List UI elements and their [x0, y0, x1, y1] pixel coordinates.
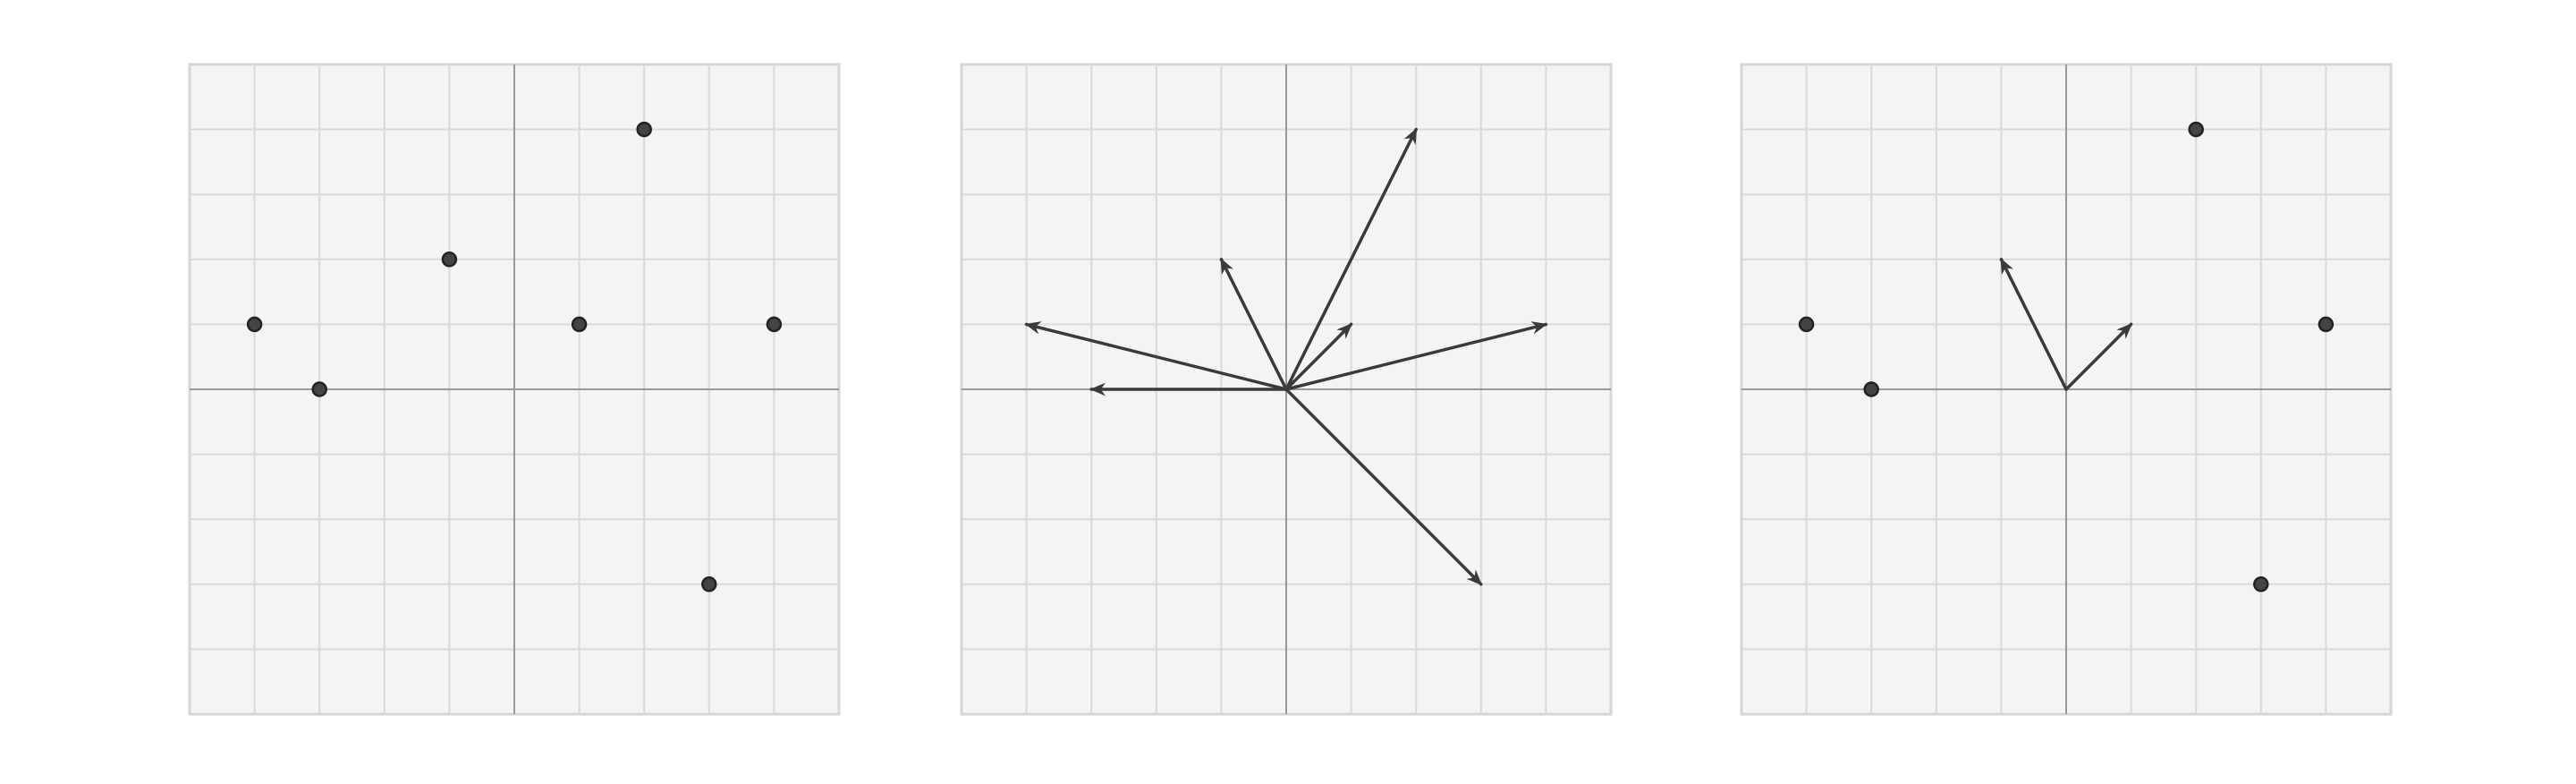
data-point	[246, 316, 263, 333]
vector-arrow	[2064, 322, 2133, 391]
data-point	[2318, 316, 2334, 333]
data-point	[2253, 576, 2269, 592]
data-point	[1863, 381, 1879, 397]
vector-arrow	[1284, 127, 1418, 391]
data-point	[441, 251, 458, 268]
vector-arrow	[1284, 321, 1548, 391]
vector-arrow	[1024, 321, 1288, 391]
vector-arrow	[1219, 258, 1288, 391]
data-point	[311, 381, 327, 397]
data-point	[571, 316, 588, 333]
vector-arrow	[1284, 322, 1353, 391]
vectors-grid-panel	[960, 63, 1613, 716]
data-point	[2188, 121, 2204, 138]
vector-arrow	[1284, 388, 1483, 586]
data-point	[766, 316, 783, 333]
data-point	[636, 121, 652, 138]
mixed-grid-panel	[1740, 63, 2393, 716]
data-point	[701, 576, 717, 592]
points-grid-panel	[188, 63, 841, 716]
vector-arrow	[1999, 258, 2068, 391]
data-point	[1798, 316, 1815, 333]
